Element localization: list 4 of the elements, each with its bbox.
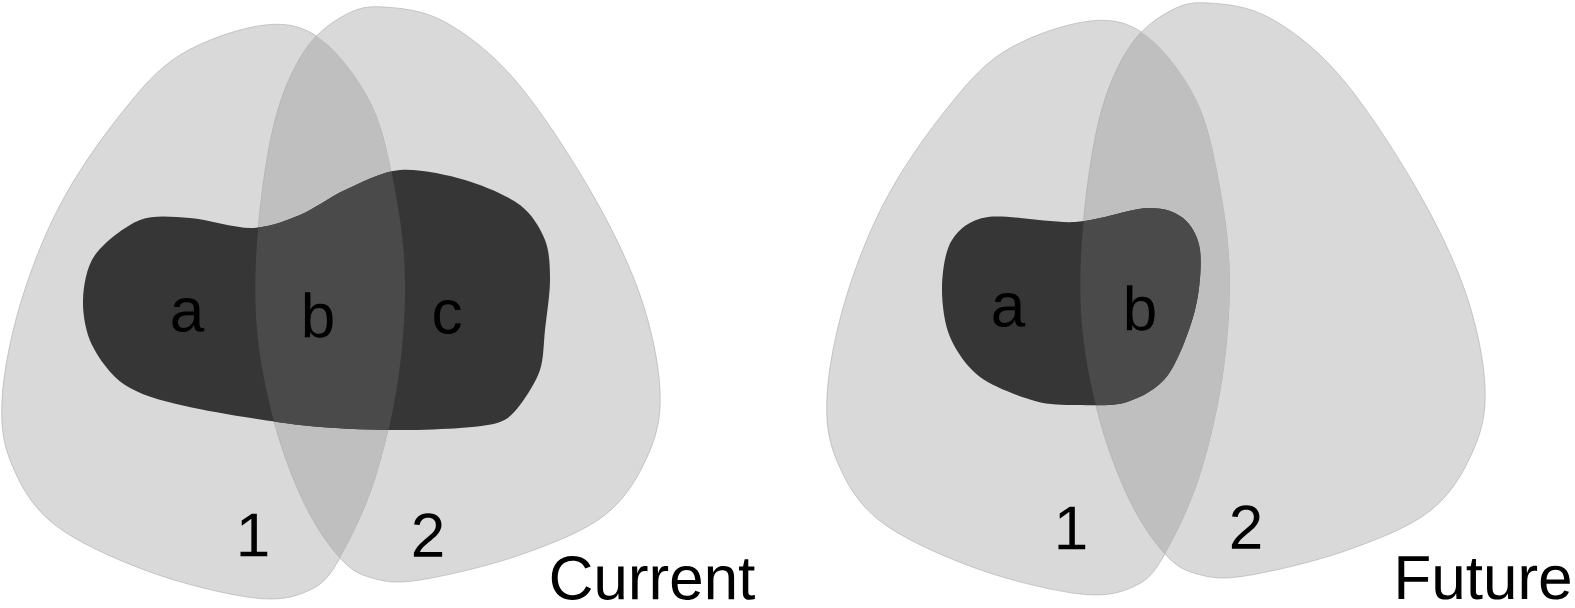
region-letter: b — [304, 292, 333, 338]
region-letter: b — [1126, 285, 1155, 331]
node-label: 2 — [413, 513, 443, 557]
node-label: 2 — [1231, 505, 1261, 549]
